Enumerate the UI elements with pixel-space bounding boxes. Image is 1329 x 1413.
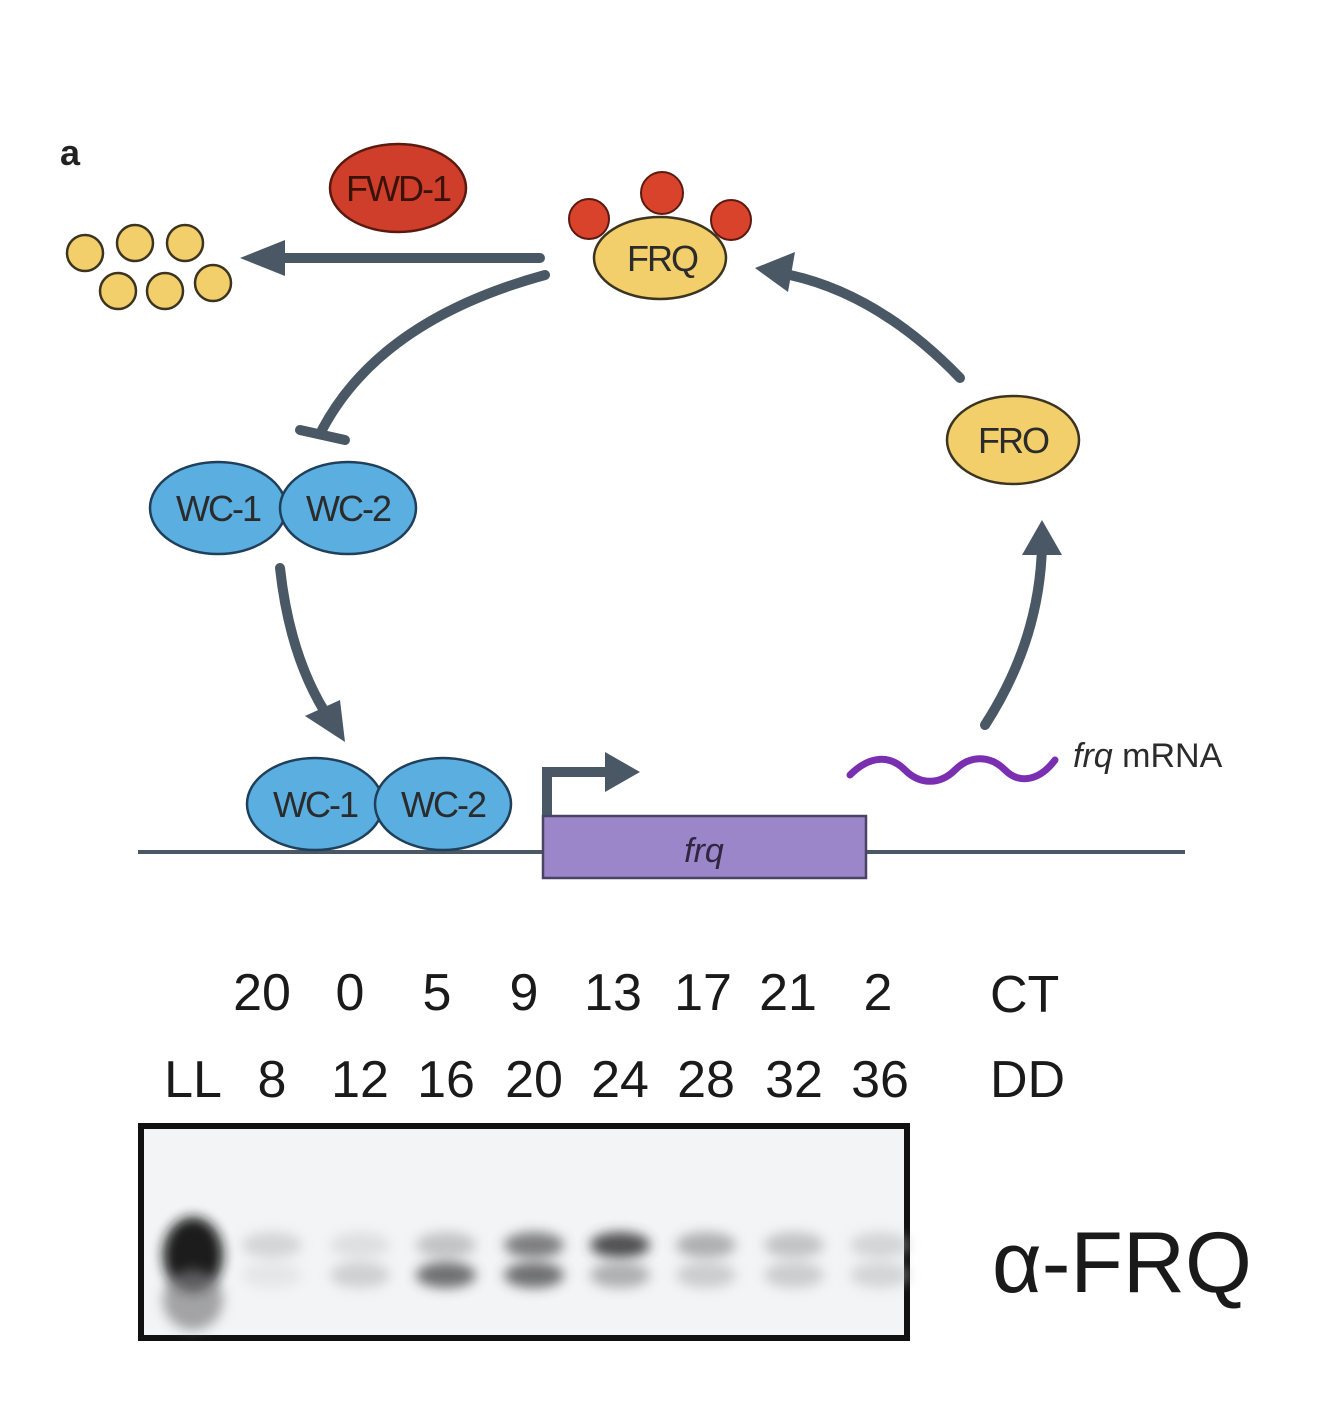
frq-band-upper: [416, 1232, 476, 1258]
ct-row-label: CT: [990, 966, 1059, 1024]
degradation-arrowhead: [240, 240, 285, 276]
frq-band-upper: [764, 1232, 824, 1258]
wc-complex-bound: WC-1 WC-2: [247, 758, 511, 850]
frq-band-lower: [590, 1262, 650, 1288]
frq-mrna-label: frq mRNA: [1073, 737, 1223, 775]
transcription-start-arrowhead: [605, 752, 640, 792]
fragment-dot: [67, 235, 103, 271]
ct-timepoint-label: 0: [336, 964, 365, 1022]
ct-timepoint-label: 21: [759, 964, 817, 1022]
phospho-dot: [711, 200, 751, 240]
frq-band-lower: [330, 1262, 390, 1288]
dd-timepoint-label: 28: [677, 1051, 735, 1109]
degraded-frq-fragments: [67, 225, 231, 309]
wc-binding-arrow: [280, 568, 330, 720]
translation-arrow: [985, 545, 1042, 725]
frq-mrna-wave: [850, 759, 1055, 782]
wc1-bound-label: WC-1: [273, 784, 358, 825]
fragment-dot: [167, 225, 203, 261]
frq-band-lower: [676, 1262, 736, 1288]
antibody-label: α-FRQ: [992, 1215, 1252, 1311]
frq-band-lower: [764, 1262, 824, 1288]
frq-mrna-label-rest: mRNA: [1113, 737, 1223, 775]
dd-timepoint-row: LL 8 12 16 20 24 28 32 36: [164, 1051, 909, 1109]
dd-timepoint-label: 36: [851, 1051, 909, 1109]
frq-phosphorylated: FRQ: [569, 172, 751, 299]
frq-band-lower: [504, 1262, 564, 1288]
ct-timepoint-label: 13: [584, 964, 642, 1022]
phospho-dot: [641, 172, 683, 214]
dd-row-label: DD: [990, 1051, 1065, 1109]
wc1-free-label: WC-1: [176, 488, 261, 529]
wc2-bound-label: WC-2: [401, 784, 486, 825]
wc2-free-label: WC-2: [306, 488, 391, 529]
inhibition-arc: [322, 275, 545, 430]
phospho-dot: [569, 199, 609, 239]
frq-band-lower: [242, 1262, 302, 1288]
fragment-dot: [117, 225, 153, 261]
dd-timepoint-label: 20: [505, 1051, 563, 1109]
ct-timepoint-label: 5: [423, 964, 452, 1022]
maturation-arrowhead: [755, 252, 795, 292]
frq-band-upper: [590, 1232, 650, 1258]
ct-timepoint-label: 17: [674, 964, 732, 1022]
frq-band-upper: [850, 1232, 910, 1258]
frq-band-lower: [850, 1262, 910, 1288]
frq-gene-label: frq: [684, 832, 724, 870]
frq-band-lower: [416, 1262, 476, 1288]
dd-timepoint-label: 32: [765, 1051, 823, 1109]
frq-band-upper: [676, 1232, 736, 1258]
western-blot-frame: [141, 1126, 907, 1338]
fragment-dot: [195, 265, 231, 301]
maturation-arrow: [790, 275, 960, 378]
frq-mrna-label-italic: frq: [1073, 737, 1113, 775]
fragment-dot: [147, 273, 183, 309]
frq-band-upper: [242, 1232, 302, 1258]
dd-timepoint-label: LL: [164, 1051, 222, 1109]
frq-band-upper: [504, 1232, 564, 1258]
frq-label: FRQ: [627, 238, 698, 279]
transcription-start-arrow: [547, 772, 605, 815]
panel-label: a: [60, 132, 81, 173]
inhibition-bar: [300, 430, 345, 440]
frq-band-upper: [330, 1232, 390, 1258]
dd-timepoint-label: 12: [331, 1051, 389, 1109]
ct-timepoint-label: 20: [233, 964, 291, 1022]
fwd1-label: FWD-1: [346, 168, 451, 209]
dd-timepoint-label: 16: [417, 1051, 475, 1109]
fragment-dot: [100, 273, 136, 309]
fro-label: FRO: [978, 420, 1049, 461]
wc-complex-free: WC-1 WC-2: [150, 462, 416, 554]
translation-arrowhead: [1022, 520, 1062, 555]
ct-timepoint-label: 2: [864, 964, 893, 1022]
dd-timepoint-label: 8: [258, 1051, 287, 1109]
frq-band-smear: [163, 1270, 223, 1330]
ct-timepoint-label: 9: [510, 964, 539, 1022]
dd-timepoint-label: 24: [591, 1051, 649, 1109]
